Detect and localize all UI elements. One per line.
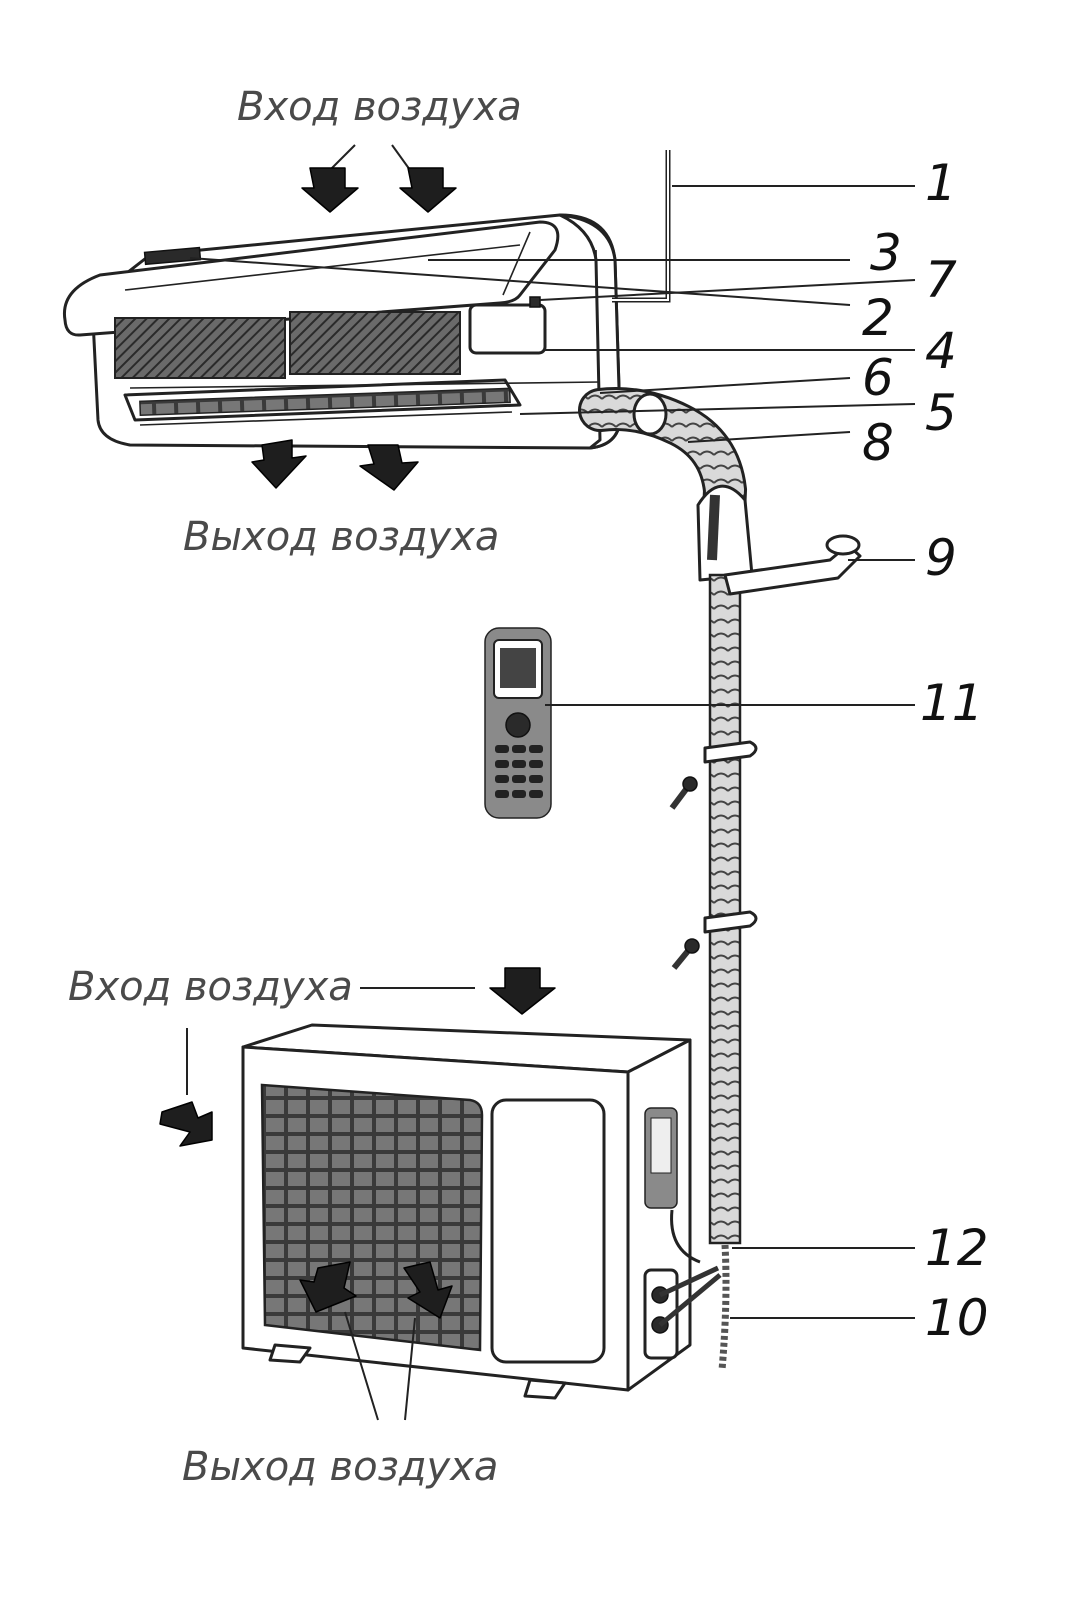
outlet-arrow-right (359, 444, 419, 491)
outdoor-outlet-arrow-right (403, 1261, 453, 1319)
outdoor-intake-arrow-top (489, 967, 556, 1015)
intake-arrow-left (301, 167, 359, 213)
horizontal-louver (139, 411, 513, 426)
air-filter-left (114, 317, 286, 379)
vertical-louvres (139, 387, 511, 417)
screw-lower (671, 938, 700, 970)
callout-7: 7 (925, 251, 957, 309)
indoor-air-out-label: Выход воздуха (183, 514, 499, 560)
drain-pipe (723, 534, 862, 596)
callout-2: 2 (862, 289, 894, 347)
outdoor-air-out-label: Выход воздуха (182, 1444, 498, 1490)
outdoor-outlet-arrow-left (299, 1261, 357, 1313)
fan-grille (260, 1083, 484, 1352)
intake-arrow-right (399, 167, 457, 213)
outdoor-air-in-label: Вход воздуха (68, 964, 353, 1010)
air-filter-right (289, 311, 461, 375)
screw-upper (669, 776, 698, 810)
indoor-unit (62, 213, 622, 450)
callout-6: 6 (862, 349, 894, 407)
callout-1: 1 (925, 154, 957, 212)
signal-receiver (529, 296, 541, 308)
display-window (468, 303, 547, 355)
remote-control (484, 627, 552, 819)
callout-3: 3 (870, 224, 902, 282)
callout-11: 11 (920, 674, 984, 732)
connecting-pipe (708, 573, 742, 1245)
outdoor-side-panel (490, 1098, 606, 1364)
outdoor-intake-arrow-side (159, 1101, 213, 1147)
pipe-clip-upper (703, 740, 758, 764)
callout-8: 8 (862, 414, 894, 472)
temperature-sensor (612, 150, 671, 303)
outdoor-unit (241, 1023, 722, 1400)
wall-sleeve (696, 484, 754, 582)
callout-10: 10 (925, 1289, 989, 1347)
display-panel (143, 246, 202, 266)
airflow-arrows (159, 144, 556, 1421)
indoor-front-panel (62, 220, 560, 337)
outlet-arrow-left (251, 439, 307, 489)
callout-4: 4 (925, 322, 957, 380)
leader-lines (189, 185, 916, 1319)
drain-hose (718, 1244, 730, 1371)
callout-5: 5 (925, 384, 957, 442)
indoor-air-in-label: Вход воздуха (237, 84, 522, 130)
pipe-clip-lower (703, 910, 758, 934)
callout-12: 12 (925, 1219, 989, 1277)
callout-9: 9 (925, 529, 957, 587)
